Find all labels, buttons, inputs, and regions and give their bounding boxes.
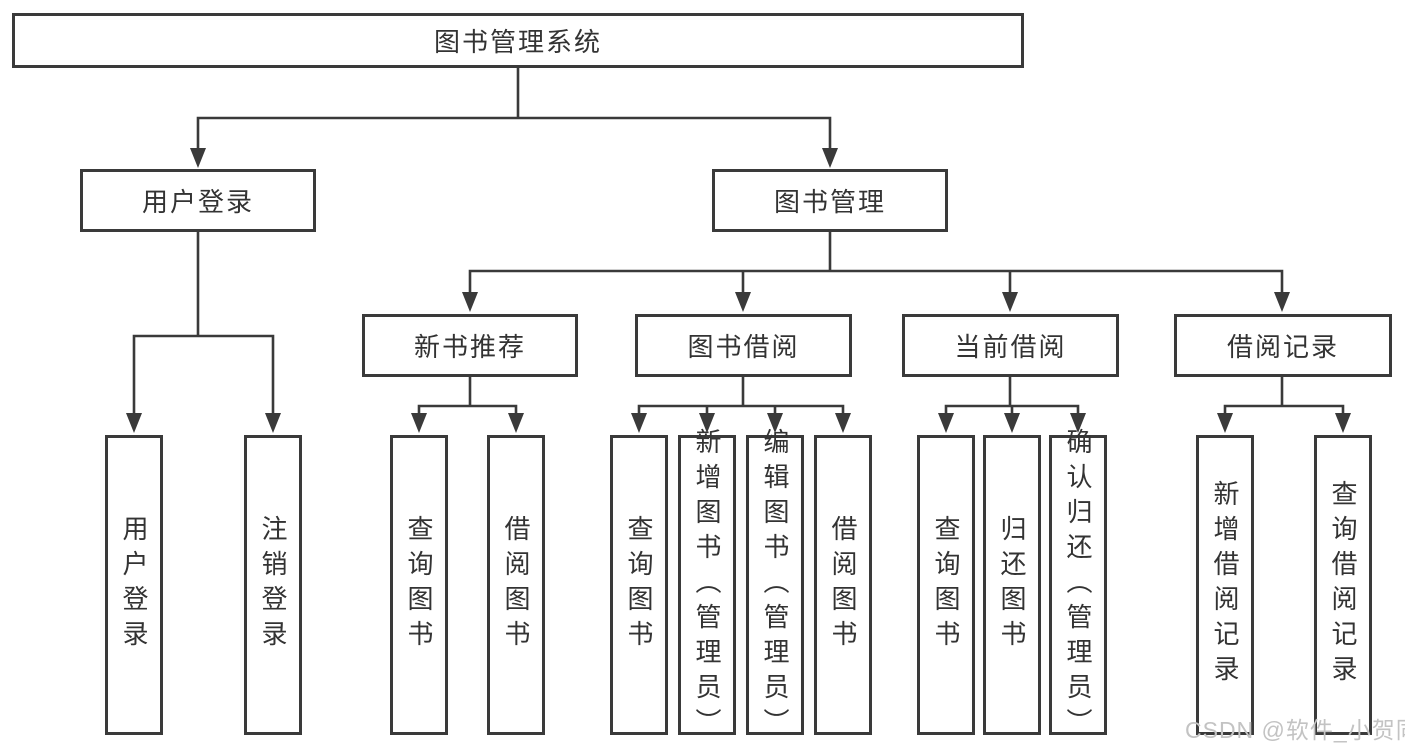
leaf-current-query-book-label: 查询图书 — [931, 515, 961, 655]
leaf-query-borrow-record: 查询借阅记录 — [1314, 435, 1372, 735]
leaf-query-borrow-record-label: 查询借阅记录 — [1328, 480, 1358, 690]
leaf-confirm-return-admin-label: 确认归还（管理员） — [1063, 427, 1093, 743]
leaf-borrow-book-label: 借阅图书 — [828, 515, 858, 655]
leaf-add-borrow-record: 新增借阅记录 — [1196, 435, 1254, 735]
connector-root-to-branches — [190, 68, 838, 168]
leaf-logout-label: 注销登录 — [258, 515, 288, 655]
leaf-return-book: 归还图书 — [983, 435, 1041, 735]
leaf-borrow-query-book: 查询图书 — [610, 435, 668, 735]
node-new-book-recommend-label: 新书推荐 — [413, 332, 526, 362]
leaf-add-borrow-record-label: 新增借阅记录 — [1210, 480, 1240, 690]
leaf-return-book-label: 归还图书 — [997, 515, 1027, 655]
node-borrow-record-label: 借阅记录 — [1226, 332, 1339, 362]
leaf-user-login-label: 用户登录 — [119, 515, 149, 655]
leaf-borrow-add-book-admin: 新增图书（管理员） — [678, 428, 736, 743]
leaf-confirm-return-admin: 确认归还（管理员） — [1049, 428, 1107, 743]
leaf-borrow-add-book-admin-label: 新增图书（管理员） — [692, 427, 722, 743]
connector-current-borrow-to-leaves — [938, 377, 1086, 433]
leaf-borrow-query-book-label: 查询图书 — [624, 515, 654, 655]
leaf-new-book-borrow: 借阅图书 — [487, 435, 545, 735]
node-borrow-record: 借阅记录 — [1174, 314, 1392, 377]
leaf-current-query-book: 查询图书 — [917, 435, 975, 735]
node-user-login-label: 用户登录 — [141, 187, 254, 217]
leaf-new-book-query-label: 查询图书 — [404, 515, 434, 655]
connector-new-book-to-leaves — [411, 377, 524, 433]
connector-book-mgmt-to-sections — [462, 232, 1290, 312]
node-root-system: 图书管理系统 — [12, 13, 1024, 68]
node-book-management-label: 图书管理 — [773, 187, 886, 217]
leaf-user-login: 用户登录 — [105, 435, 163, 735]
node-user-login: 用户登录 — [80, 169, 316, 232]
node-current-borrow-label: 当前借阅 — [954, 332, 1067, 362]
leaf-logout: 注销登录 — [244, 435, 302, 735]
leaf-borrow-book: 借阅图书 — [814, 435, 872, 735]
leaf-new-book-query: 查询图书 — [390, 435, 448, 735]
leaf-borrow-edit-book-admin-label: 编辑图书（管理员） — [760, 427, 790, 743]
connector-borrow-record-to-leaves — [1217, 377, 1351, 433]
connector-user-login-to-leaves — [126, 232, 281, 433]
node-root-system-label: 图书管理系统 — [433, 27, 602, 57]
leaf-borrow-edit-book-admin: 编辑图书（管理员） — [746, 428, 804, 743]
csdn-watermark: CSDN @软件_小贺同学 — [1185, 717, 1405, 743]
node-book-borrow: 图书借阅 — [635, 314, 852, 377]
node-new-book-recommend: 新书推荐 — [362, 314, 578, 377]
node-book-management: 图书管理 — [712, 169, 948, 232]
leaf-new-book-borrow-label: 借阅图书 — [501, 515, 531, 655]
node-current-borrow: 当前借阅 — [902, 314, 1119, 377]
connector-book-borrow-to-leaves — [631, 377, 851, 433]
node-book-borrow-label: 图书借阅 — [687, 332, 800, 362]
